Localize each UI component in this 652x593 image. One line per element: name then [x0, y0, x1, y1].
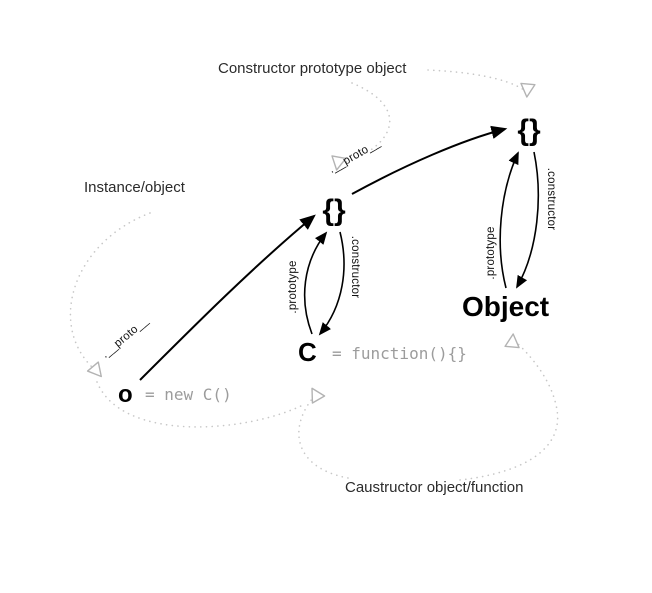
- c-prototype-arrow: [303, 231, 328, 335]
- open-triangle-pointer-o: [86, 361, 102, 378]
- constructor-node-name: C: [298, 337, 317, 367]
- object-node-name: Object: [462, 291, 549, 322]
- object-constructor-arrow: [516, 151, 540, 289]
- proto-arrow-mid-to-top: [351, 125, 508, 195]
- proto-label-1: .__proto__: [99, 315, 151, 361]
- instance-node-name: o: [118, 381, 133, 408]
- open-triangle-pointer-mid-proto: [331, 155, 347, 171]
- relation-arrows: [139, 125, 540, 381]
- constructor-label-guide-object: [459, 341, 559, 481]
- constructor-node-code: = function(){}: [332, 344, 467, 363]
- object-prototype-arrow: [499, 151, 519, 289]
- constructor-object-function-label: Caustructor object/function: [345, 479, 523, 496]
- edge-labels: .__proto__ .__proto__ .prototype .constr…: [99, 137, 557, 361]
- c-prototype-label: .prototype: [287, 260, 299, 313]
- open-triangle-pointer-top-proto: [520, 82, 536, 98]
- open-triangle-pointer-object: [504, 333, 520, 349]
- diagram-nodes: {} {} o = new C() C = function(){} Objec…: [118, 114, 549, 408]
- c-constructor-arrow: [318, 231, 345, 336]
- cpo-label-guide-left: [342, 82, 391, 164]
- constructor-label-guide-sweep: [96, 381, 306, 428]
- open-triangle-pointer-c: [311, 387, 326, 404]
- instance-node-code: = new C(): [145, 385, 232, 404]
- proto-arrow-o-to-mid: [139, 214, 316, 381]
- dotted-guides: [69, 69, 559, 481]
- object-constructor-label: .constructor: [545, 168, 557, 230]
- region-labels: Constructor prototype object Instance/ob…: [84, 60, 523, 496]
- c-constructor-label: .constructor: [349, 236, 361, 298]
- constructor-label-guide-c: [298, 398, 349, 479]
- object-prototype-label: .prototype: [485, 226, 497, 279]
- constructor-prototype-object-label: Constructor prototype object: [218, 60, 407, 77]
- prototype-object-mid: {}: [322, 194, 346, 227]
- prototype-object-top: {}: [517, 114, 541, 147]
- cpo-label-guide-right: [427, 69, 525, 91]
- instance-object-label: Instance/object: [84, 179, 186, 196]
